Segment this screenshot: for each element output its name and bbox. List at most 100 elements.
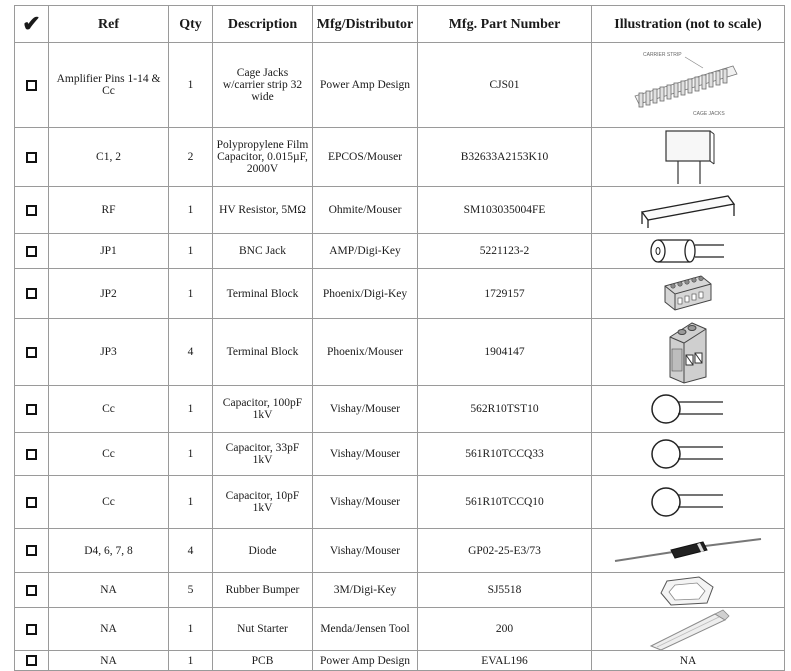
part-number-cell: SJ5518: [417, 572, 592, 608]
part-number-cell: EVAL196: [417, 650, 592, 671]
mfg-cell: Phoenix/Mouser: [312, 318, 418, 386]
illustration-cell: [591, 528, 785, 573]
carrier-strip-label: CARRIER STRIP: [643, 52, 682, 58]
mfg-cell: Vishay/Mouser: [312, 528, 418, 573]
header-ref: Ref: [48, 5, 169, 43]
ref-cell: Cc: [48, 385, 169, 433]
header-description: Description: [212, 5, 313, 43]
illustration-cell: [591, 572, 785, 608]
mfg-cell: Vishay/Mouser: [312, 432, 418, 476]
checkbox-cell: [14, 233, 49, 269]
header-check: ✔: [14, 5, 49, 43]
hv-resistor-icon: [640, 195, 736, 228]
row-checkbox[interactable]: [26, 346, 37, 358]
ref-cell: NA: [48, 572, 169, 608]
qty-cell: 5: [168, 572, 213, 608]
header-part-number: Mfg. Part Number: [417, 5, 592, 43]
ref-cell: NA: [48, 650, 169, 671]
row-checkbox[interactable]: [26, 448, 37, 460]
part-number-cell: 5221123-2: [417, 233, 592, 269]
part-number-cell: 1729157: [417, 268, 592, 319]
header-qty: Qty: [168, 5, 213, 43]
cage-jacks-label: CAGE JACKS: [693, 111, 725, 117]
part-number-cell: 562R10TST10: [417, 385, 592, 433]
header-mfg: Mfg/Distributor: [312, 5, 418, 43]
row-checkbox[interactable]: [26, 584, 37, 596]
illustration-cell: [591, 318, 785, 386]
description-cell: Capacitor, 33pF 1kV: [212, 432, 313, 476]
checkbox-cell: [14, 186, 49, 234]
ref-cell: RF: [48, 186, 169, 234]
ref-cell: Amplifier Pins 1-14 & Cc: [48, 42, 169, 128]
cage-jacks-icon: CARRIER STRIP CAGE JACKS: [634, 52, 738, 117]
diode-icon: [614, 537, 762, 562]
mfg-cell: Vishay/Mouser: [312, 385, 418, 433]
checkbox-cell: [14, 42, 49, 128]
checkbox-cell: [14, 572, 49, 608]
qty-cell: 1: [168, 233, 213, 269]
qty-cell: 1: [168, 268, 213, 319]
checkbox-cell: [14, 318, 49, 386]
bill-of-materials-table: ✔ Ref Qty Description Mfg/Distributor Mf…: [14, 5, 785, 671]
row-checkbox[interactable]: [26, 79, 37, 91]
row-checkbox[interactable]: [26, 204, 37, 216]
description-cell: Rubber Bumper: [212, 572, 313, 608]
ref-cell: JP2: [48, 268, 169, 319]
mfg-cell: Vishay/Mouser: [312, 475, 418, 529]
qty-cell: 1: [168, 42, 213, 128]
mfg-cell: Power Amp Design: [312, 42, 418, 128]
row-checkbox[interactable]: [26, 151, 37, 163]
description-cell: HV Resistor, 5MΩ: [212, 186, 313, 234]
mfg-cell: Phoenix/Digi-Key: [312, 268, 418, 319]
row-checkbox[interactable]: [26, 545, 37, 557]
ref-cell: D4, 6, 7, 8: [48, 528, 169, 573]
checkbox-cell: [14, 127, 49, 187]
checkbox-cell: [14, 528, 49, 573]
row-checkbox[interactable]: [26, 623, 37, 635]
checkbox-cell: [14, 268, 49, 319]
part-number-cell: 200: [417, 607, 592, 651]
qty-cell: 2: [168, 127, 213, 187]
row-checkbox[interactable]: [26, 496, 37, 508]
row-checkbox[interactable]: [26, 245, 37, 257]
qty-cell: 1: [168, 385, 213, 433]
illustration-cell: [591, 385, 785, 433]
checkbox-cell: [14, 432, 49, 476]
ref-cell: C1, 2: [48, 127, 169, 187]
illustration-cell: [591, 186, 785, 234]
ref-cell: JP1: [48, 233, 169, 269]
description-cell: Diode: [212, 528, 313, 573]
mfg-cell: Power Amp Design: [312, 650, 418, 671]
qty-cell: 1: [168, 650, 213, 671]
part-number-cell: SM103035004FE: [417, 186, 592, 234]
illustration-cell: [591, 607, 785, 651]
row-checkbox[interactable]: [26, 403, 37, 415]
disc-capacitor-icon: [651, 394, 723, 424]
illustration-cell: NA: [591, 650, 785, 671]
illustration-cell: CARRIER STRIP CAGE JACKS: [591, 42, 785, 128]
illustration-cell: [591, 127, 785, 187]
illustration-na: NA: [679, 654, 697, 667]
checkbox-cell: [14, 607, 49, 651]
description-cell: Polypropylene Film Capacitor, 0.015µF, 2…: [212, 127, 313, 187]
mfg-cell: Ohmite/Mouser: [312, 186, 418, 234]
description-cell: BNC Jack: [212, 233, 313, 269]
row-checkbox[interactable]: [26, 655, 37, 667]
description-cell: Capacitor, 100pF 1kV: [212, 385, 313, 433]
qty-cell: 1: [168, 432, 213, 476]
header-illustration: Illustration (not to scale): [591, 5, 785, 43]
row-checkbox[interactable]: [26, 288, 37, 300]
part-number-cell: 561R10TCCQ10: [417, 475, 592, 529]
ref-cell: Cc: [48, 432, 169, 476]
qty-cell: 1: [168, 607, 213, 651]
qty-cell: 4: [168, 318, 213, 386]
bnc-jack-icon: [650, 239, 724, 263]
